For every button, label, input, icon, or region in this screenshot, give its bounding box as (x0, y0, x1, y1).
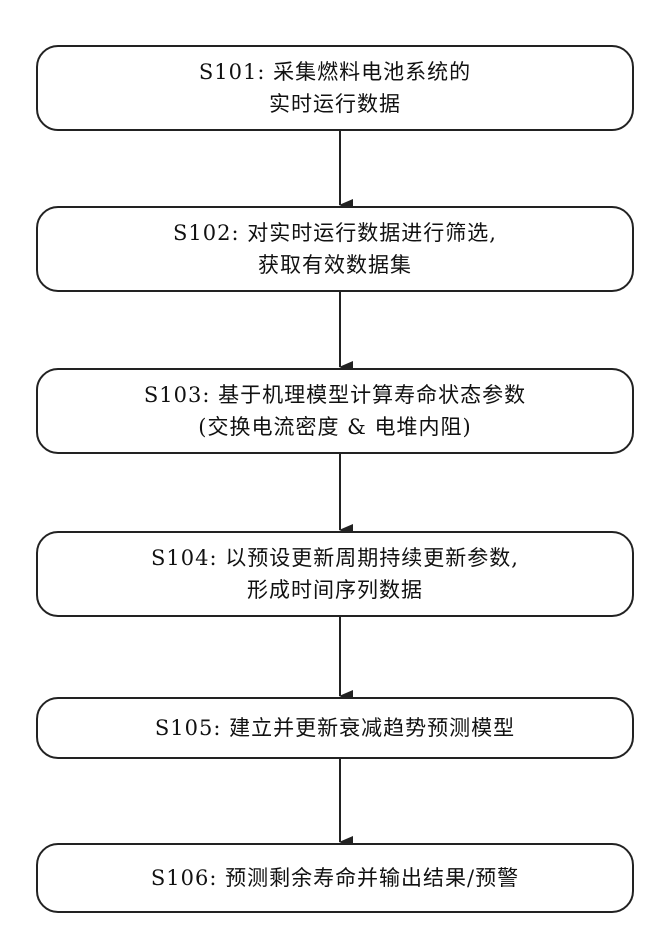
step-s103-line-1: S103: 基于机理模型计算寿命状态参数 (144, 379, 526, 411)
step-s105-line-1: S105: 建立并更新衰减趋势预测模型 (155, 712, 515, 744)
step-s102-line-1: S102: 对实时运行数据进行筛选, (173, 217, 497, 249)
step-box-s102: S102: 对实时运行数据进行筛选, 获取有效数据集 (36, 206, 634, 292)
step-box-s103: S103: 基于机理模型计算寿命状态参数 (交换电流密度 & 电堆内阻) (36, 368, 634, 454)
step-s102-line-2: 获取有效数据集 (258, 249, 412, 281)
step-s104-line-2: 形成时间序列数据 (247, 574, 423, 606)
step-s106-line-1: S106: 预测剩余寿命并输出结果/预警 (151, 862, 519, 894)
step-box-s104: S104: 以预设更新周期持续更新参数, 形成时间序列数据 (36, 531, 634, 617)
step-s101-line-2: 实时运行数据 (269, 88, 401, 120)
step-s103-line-2: (交换电流密度 & 电堆内阻) (198, 411, 471, 443)
step-box-s101: S101: 采集燃料电池系统的 实时运行数据 (36, 45, 634, 131)
step-s101-line-1: S101: 采集燃料电池系统的 (199, 56, 471, 88)
step-box-s105: S105: 建立并更新衰减趋势预测模型 (36, 697, 634, 759)
step-s104-line-1: S104: 以预设更新周期持续更新参数, (151, 542, 519, 574)
step-box-s106: S106: 预测剩余寿命并输出结果/预警 (36, 843, 634, 913)
